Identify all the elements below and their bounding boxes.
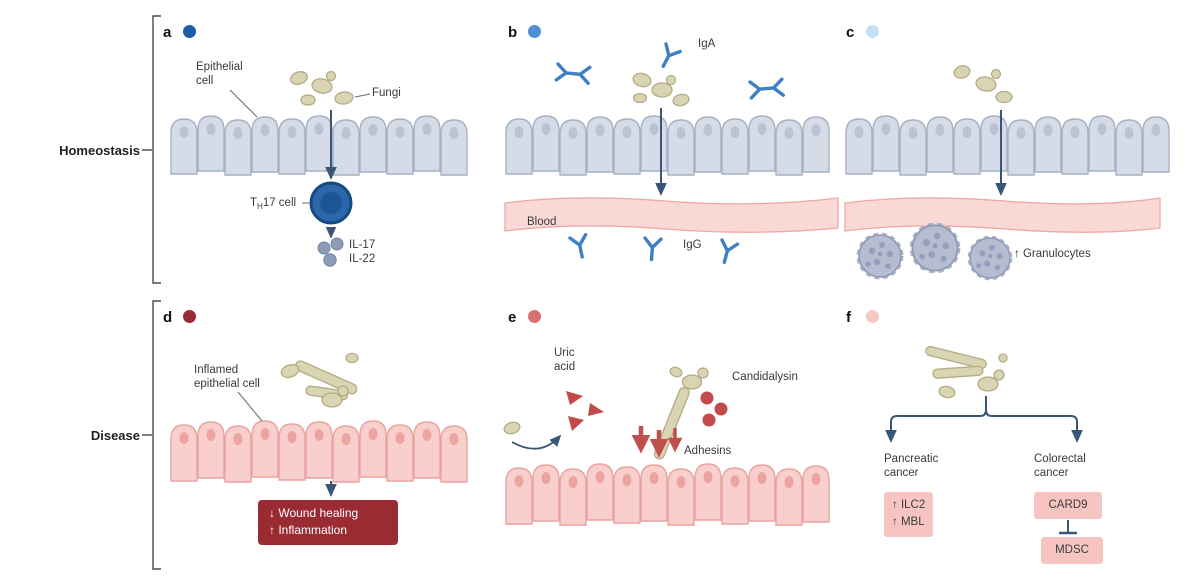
disease-bracket <box>142 300 161 570</box>
panel-a-art <box>170 70 468 267</box>
colorectal-cancer-label: Colorectal cancer <box>1034 453 1086 480</box>
ilc2-label: ↑ ILC2 <box>892 499 926 511</box>
il22-label: IL-22 <box>349 253 376 266</box>
panel-f-art <box>885 345 1083 535</box>
fungi-label: Fungi <box>372 87 401 99</box>
row-label-homeostasis: Homeostasis <box>59 143 140 158</box>
branch-arrow-right <box>985 409 1083 443</box>
homeostasis-bracket <box>142 15 161 284</box>
adhesin-arrows <box>631 426 683 458</box>
epithelial-label-pointer <box>229 89 258 118</box>
fungi-label-pointer <box>354 93 371 98</box>
disease-outcome-box: ↓ Wound healing ↑ Inflammation <box>258 500 398 545</box>
granulocytes-art <box>856 222 1013 281</box>
panel-letter-e: e <box>508 309 517 326</box>
branch-arrow-left <box>885 396 987 443</box>
fungi-cluster-f <box>925 345 1008 399</box>
panel-dot-d <box>183 310 196 323</box>
panel-dot-a <box>183 25 196 38</box>
fungi-cluster-a <box>290 70 354 106</box>
epithelial-band-b <box>505 115 830 176</box>
panel-letter-b: b <box>508 24 518 41</box>
inflamed-band-d <box>170 420 468 483</box>
granulocytes-label: ↑ Granulocytes <box>1014 248 1091 260</box>
blood-band-c <box>844 197 1161 233</box>
pancreatic-cancer-box: ↑ ILC2 ↑ MBL <box>884 492 934 537</box>
fungi-cluster-b <box>632 72 690 107</box>
panel-letter-a: a <box>163 24 172 41</box>
panel-letter-f: f <box>846 309 851 326</box>
panel-dot-e <box>528 310 541 323</box>
panel-letter-d: d <box>163 309 173 326</box>
panel-dot-f <box>866 310 879 323</box>
uric-acid-crystals <box>566 391 604 431</box>
card9-box: CARD9 <box>1034 492 1102 520</box>
cytokine-labels: IL-17 IL-22 <box>349 238 375 267</box>
card9-inhibition-symbol <box>1059 520 1077 535</box>
panel-dot-c <box>866 25 879 38</box>
blood-band-b <box>504 197 839 233</box>
yeast-e-left <box>503 421 521 435</box>
mbl-label: ↑ MBL <box>892 516 925 529</box>
candidalysin-molecules <box>700 391 728 427</box>
wound-healing-line: ↓ Wound healing <box>269 506 359 520</box>
igg-antibodies <box>568 232 740 267</box>
panel-b-art <box>504 42 839 267</box>
candidalysin-label: Candidalysin <box>732 371 798 383</box>
epithelial-band-c <box>845 115 1170 176</box>
panel-c-art <box>844 65 1170 281</box>
panel-d-art <box>170 352 468 497</box>
panel-e-art <box>503 366 830 526</box>
uric-acid-arrow <box>511 434 562 450</box>
fungi-cluster-d <box>280 352 359 408</box>
mdsc-box: MDSC <box>1041 537 1103 565</box>
row-label-disease: Disease <box>90 428 140 443</box>
th17-cell-art <box>309 181 353 225</box>
th17-cell-label: TH17 cell <box>250 197 297 211</box>
blood-label: Blood <box>527 216 557 228</box>
pancreatic-cancer-label: Pancreatic cancer <box>884 453 939 480</box>
igg-label: IgG <box>683 239 702 251</box>
inflammation-line: ↑ Inflammation <box>269 523 348 538</box>
panel-letter-c: c <box>846 24 855 41</box>
cytokines-art <box>317 237 344 267</box>
uric-acid-label: Uric acid <box>554 347 576 374</box>
inflamed-label-pointer <box>237 391 263 422</box>
fungi-cluster-c <box>953 65 1013 104</box>
epithelial-band-a <box>170 115 468 176</box>
epithelial-cell-label: Epithelial cell <box>196 61 243 88</box>
panel-dot-b <box>528 25 541 38</box>
inflamed-band-e <box>505 463 830 526</box>
iga-label: IgA <box>698 38 716 50</box>
adhesins-label: Adhesins <box>684 445 732 457</box>
inflamed-epithelial-cell-label: Inflamed epithelial cell <box>194 364 260 391</box>
il17-label: IL-17 <box>349 239 376 251</box>
